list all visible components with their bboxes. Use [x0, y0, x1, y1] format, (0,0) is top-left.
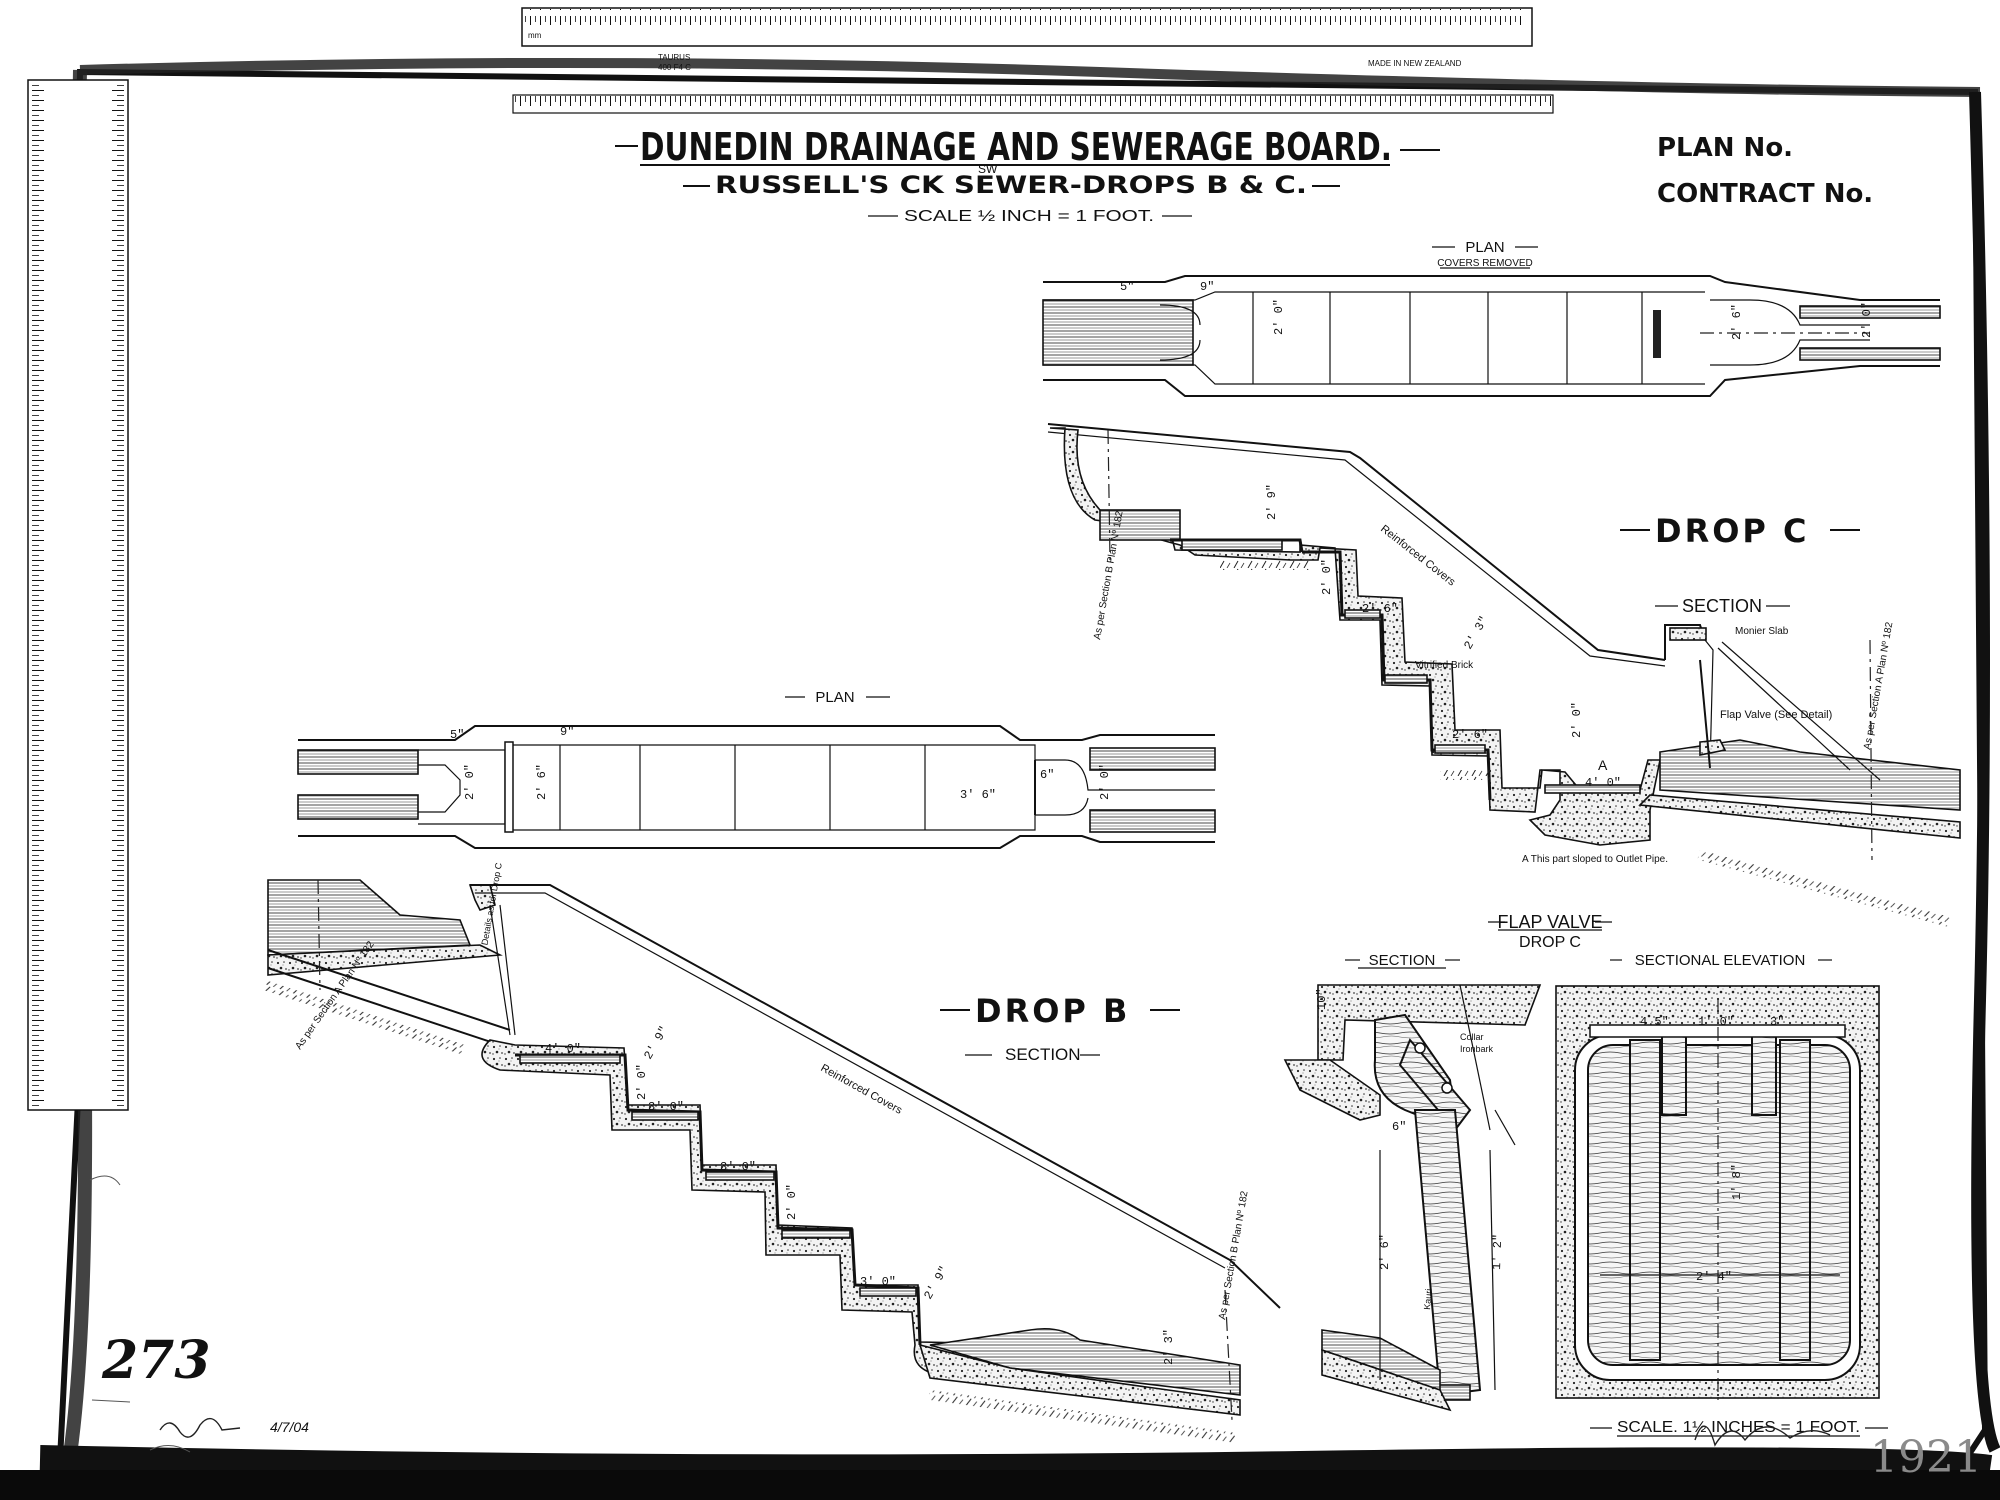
drop-b-dim-4ft0: 4' 0"	[545, 1042, 581, 1056]
drop-c-plan-label: PLAN	[1465, 239, 1504, 256]
top-ruler: mm	[521, 7, 1533, 47]
drop-c-plan: PLAN COVERS REMOVED 2' 0" 2' 6" 2' 0" 5"…	[1042, 239, 1941, 397]
flap-valve-dim-4-5in: 4.5"	[1640, 1015, 1669, 1029]
drop-c-dim-2ft6-b: 2' 6"	[1452, 728, 1488, 742]
flap-valve-heading: FLAP VALVE	[1497, 912, 1602, 932]
drop-c-plan-dim-5in: 5"	[1120, 280, 1134, 294]
drop-b-dim-2ft0-a: 2' 0"	[635, 1064, 649, 1100]
flap-valve-dim-2ft4: 2' 4"	[1696, 1270, 1732, 1284]
paper-edge-right	[1969, 91, 2000, 1453]
svg-text:400 F4 C: 400 F4 C	[658, 63, 691, 72]
drop-c-dim-2ft6: 2' 6"	[1362, 602, 1398, 616]
drop-c-vitrified-brick-note: Vitrified Brick	[1415, 660, 1474, 671]
drop-b-plan-dim-9in: 9"	[560, 725, 574, 739]
title-block: DUNEDIN DRAINAGE AND SEWERAGE BOARD. RUS…	[615, 125, 1440, 225]
flap-valve-kauri-note: Kauri	[1422, 1288, 1434, 1310]
flap-valve-subheading: DROP C	[1519, 934, 1581, 951]
svg-text:TAURUS: TAURUS	[658, 53, 690, 62]
drop-c-section-label: SECTION	[1682, 596, 1762, 616]
board-title: DUNEDIN DRAINAGE AND SEWERAGE BOARD.	[640, 125, 1392, 169]
drop-c-flap-valve-note: Flap Valve (See Detail)	[1720, 709, 1832, 721]
drop-b-dim-3ft0-a: 3' 0"	[648, 1100, 684, 1114]
sheet-number-stamp: 273	[101, 1330, 211, 1391]
drop-c-dim-2ft0: 2' 0"	[1320, 559, 1334, 595]
drop-b-dim-2ft0-b: 2' 0"	[785, 1184, 799, 1220]
drop-c-plan-dim-2ft0-b: 2' 0"	[1860, 302, 1874, 338]
paper-edge-top	[79, 57, 1981, 97]
drop-b-plan-dim-5in: 5"	[450, 728, 464, 742]
plan-number-label: PLAN No.	[1657, 133, 1793, 163]
drop-b-plan: PLAN 2' 0" 2' 6" 3' 6" 6" 2' 0" 5" 9"	[297, 689, 1216, 849]
flap-valve-detail: FLAP VALVE DROP C SECTION SECTIONAL ELEV…	[1283, 912, 1888, 1437]
drop-c-dim-4ft0: 4' 0"	[1585, 776, 1621, 790]
title-scale: SCALE ½ INCH = 1 FOOT.	[904, 208, 1154, 225]
paper-edge-bottom	[39, 1445, 1993, 1485]
drop-b-dim-3ft0-b: 3' 0"	[720, 1160, 756, 1174]
drop-b-plan-label: PLAN	[815, 689, 854, 706]
drop-c-heading: DROP C	[1655, 512, 1809, 550]
flap-valve-section-label: SECTION	[1369, 952, 1436, 969]
drop-b-plan-dim-2ft0: 2' 0"	[463, 764, 477, 800]
flap-valve-dim-3in: 3"	[1770, 1015, 1784, 1029]
drop-b-heading: DROP B	[975, 992, 1130, 1030]
drop-b-section-label: SECTION	[1005, 1045, 1081, 1064]
contract-number-label: CONTRACT No.	[1657, 179, 1873, 209]
flap-valve-elevation-label: SECTIONAL ELEVATION	[1635, 952, 1806, 969]
ruler-made-in: MADE IN NEW ZEALAND	[1368, 59, 1462, 68]
signature-date: 4/7/04	[270, 1419, 309, 1435]
signature-right	[1694, 1425, 1831, 1447]
drop-b-plan-dim-3ft6: 3' 6"	[960, 788, 996, 802]
flap-valve-dim-1ft0: 1' 0"	[1698, 1015, 1734, 1029]
drop-b-plan-dim-6in: 6"	[1040, 768, 1054, 782]
drop-b-dim-2ft3: 2' 3"	[1162, 1329, 1176, 1365]
inch-ruler	[512, 94, 1554, 114]
drop-c-part-a-mark: A	[1598, 757, 1608, 773]
flap-valve-ironbark-note: Ironbark	[1460, 1044, 1494, 1054]
drop-b-plan-dim-2ft0-b: 2' 0"	[1098, 764, 1112, 800]
drop-c-plan-dim-2ft0: 2' 0"	[1272, 299, 1286, 335]
bottom-black-band	[0, 1470, 2000, 1500]
drop-b-dim-3ft0-c: 3' 0"	[860, 1275, 896, 1289]
signature-left	[159, 1417, 241, 1438]
drop-c-plan-dim-9in: 9"	[1200, 280, 1214, 294]
flap-valve-collar-note: Collar	[1460, 1032, 1484, 1042]
drop-c-dim-2ft9: 2' 9"	[1265, 484, 1279, 520]
drop-c-part-a-note: A This part sloped to Outlet Pipe.	[1522, 854, 1668, 865]
drops-subtitle: RUSSELL'S CK SEWER-DROPS B & C.	[715, 171, 1307, 199]
flap-valve-dim-10in: 10"	[1315, 988, 1329, 1010]
left-ruler	[27, 79, 129, 1111]
drop-c-dim-2ft0-b: 2' 0"	[1570, 702, 1584, 738]
margin-notes	[89, 1175, 191, 1453]
drop-c-monier-slab-note: Monier Slab	[1735, 626, 1789, 637]
plan-contract-block: PLAN No. CONTRACT No.	[1657, 133, 1873, 209]
drop-b-plan-dim-2ft6: 2' 6"	[535, 764, 549, 800]
subtitle-annotation: SW	[978, 162, 998, 176]
drop-c-plan-dim-2ft6: 2' 6"	[1730, 304, 1744, 340]
stamps: 273 1921 4/7/04	[89, 1175, 1982, 1483]
drop-c-plan-sublabel: COVERS REMOVED	[1437, 258, 1533, 269]
ruler-brand: TAURUS 400 F4 C MADE IN NEW ZEALAND	[658, 53, 1462, 72]
corner-number: 1921	[1870, 1432, 1982, 1483]
flap-valve-dim-1ft8: 1' 8"	[1730, 1164, 1744, 1200]
flap-valve-dim-1ft2: 1' 2"	[1490, 1234, 1505, 1270]
flap-valve-dim-6in: 6"	[1392, 1120, 1406, 1134]
drop-c-section: DROP C SECTION Reinforced Covers	[1047, 423, 1961, 927]
flap-valve-scale: SCALE. 1½ INCHES = 1 FOOT.	[1617, 1419, 1860, 1436]
flap-valve-dim-2ft6: 2' 6"	[1378, 1234, 1392, 1270]
ruler-unit: mm	[528, 31, 542, 40]
